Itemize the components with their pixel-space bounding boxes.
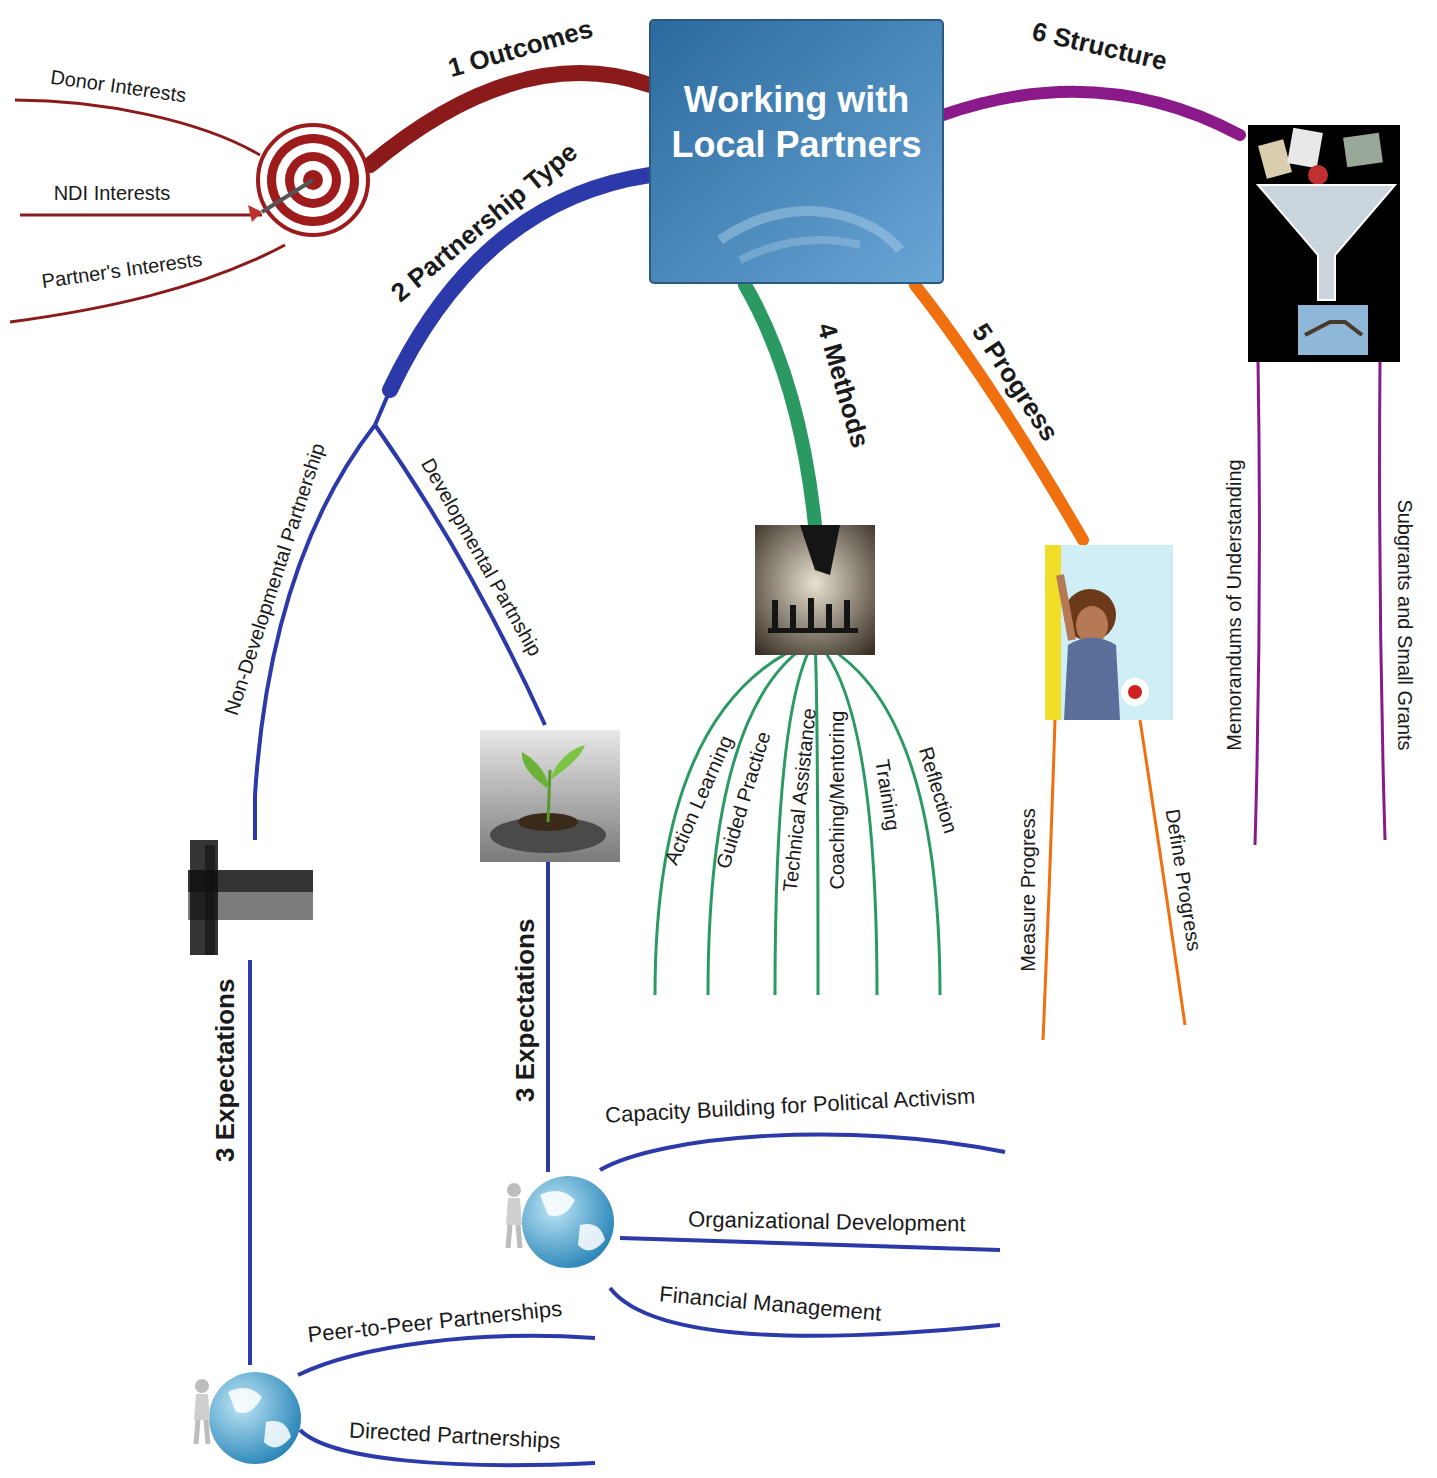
outcome-leaves <box>10 100 285 322</box>
leaf-label: Directed Partnerships <box>349 1418 562 1453</box>
leaf-label: Donor Interests <box>49 66 187 107</box>
chess-photo <box>755 525 875 655</box>
method-leaves <box>655 640 940 995</box>
funnel-photo <box>1248 125 1400 362</box>
leaf-label: Partner's Interests <box>40 248 203 292</box>
leaf-label: Non-Developmental Partnership <box>220 440 329 717</box>
child-photo <box>1045 545 1173 720</box>
central-topic-box: Working with Local Partners <box>650 20 943 283</box>
leaf-label: NDI Interests <box>54 182 171 204</box>
branch-label: 3 Expectations <box>512 918 541 1102</box>
leaf-label: Memorandums of Understanding <box>1223 459 1245 750</box>
structure-leaves <box>1255 360 1385 845</box>
globe-icon <box>194 1372 301 1464</box>
leaf-label: Coaching/Mentoring <box>825 711 847 890</box>
leaf-label: Reflection <box>914 744 961 835</box>
leaf-label: Technical Assistance <box>778 707 819 893</box>
branch-label: 2 Partnership Type <box>385 137 582 307</box>
branch-label: 6 Structure <box>1030 17 1170 76</box>
central-topic-text: Working with Local Partners <box>650 77 943 167</box>
leaf-label: Financial Management <box>658 1282 882 1325</box>
plant-photo <box>480 730 620 862</box>
branch-lines <box>370 73 1240 540</box>
branch-label: 3 Expectations <box>212 978 241 1162</box>
leaf-label: Capacity Building for Political Activism <box>604 1084 975 1128</box>
leaf-label: Define Progress <box>1162 807 1206 952</box>
progress-leaves <box>1043 720 1185 1040</box>
leaf-label: Training <box>872 758 905 832</box>
leaf-label: Organizational Development <box>688 1207 966 1236</box>
leaf-label: Subgrants and Small Grants <box>1394 499 1416 750</box>
branch-label: 4 Methods <box>812 319 875 450</box>
handshake-box-art <box>650 20 943 283</box>
globe-icon <box>506 1176 614 1268</box>
leaf-label: Developmental Partnship <box>417 454 546 659</box>
partnership-lines <box>250 390 1005 1465</box>
leaf-label: Measure Progress <box>1017 808 1039 971</box>
scribble-icon <box>188 840 313 955</box>
target-icon <box>248 125 368 235</box>
